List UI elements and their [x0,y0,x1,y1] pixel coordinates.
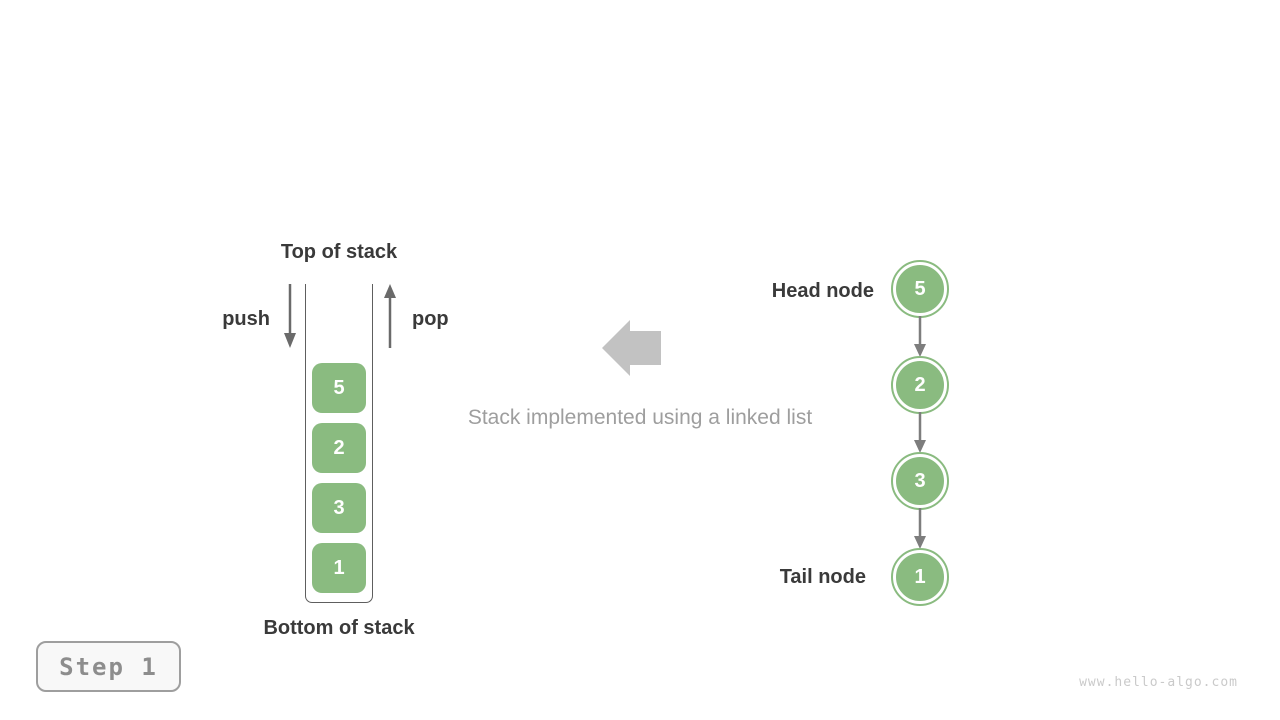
pop-label: pop [412,308,449,330]
list-node: 5 [891,260,949,318]
link-down-arrow-icon [914,412,926,453]
stack-element: 5 [312,363,366,413]
push-down-arrow-icon [284,284,296,348]
stack-container [305,284,373,603]
top-of-stack-label: Top of stack [280,241,398,263]
figure-caption: Stack implemented using a linked list [467,406,813,429]
pop-up-arrow-icon [384,284,396,348]
push-label: push [222,308,270,330]
stack-element: 3 [312,483,366,533]
stack-element: 1 [312,543,366,593]
left-block-arrow-icon [602,320,661,376]
bottom-of-stack-label: Bottom of stack [263,617,415,639]
list-node: 3 [891,452,949,510]
list-node: 1 [891,548,949,606]
head-node-label: Head node [771,280,874,302]
link-down-arrow-icon [914,508,926,549]
list-node: 2 [891,356,949,414]
watermark: www.hello-algo.com [1079,675,1238,690]
link-down-arrow-icon [914,316,926,357]
tail-node-label: Tail node [779,566,866,588]
step-badge: Step 1 [36,641,181,692]
stack-element: 2 [312,423,366,473]
